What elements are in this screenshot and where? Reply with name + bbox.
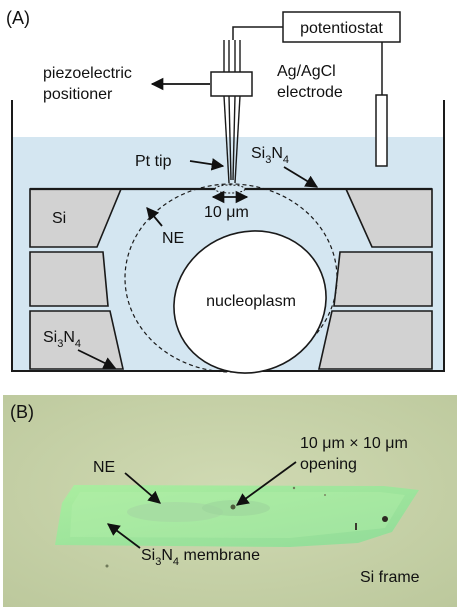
panel-a-label: (A) [6, 8, 30, 28]
si3n4-membrane-region [55, 485, 419, 547]
nucleus-feature [202, 500, 270, 516]
pt-tip-label: Pt tip [135, 153, 172, 170]
pt-tip-arrow [189, 158, 225, 171]
piezoelectric-positioner [210, 71, 253, 97]
si3n4-bottom-label: Si3N4 [43, 329, 81, 350]
ne-label-a: NE [162, 230, 184, 247]
electrode-label-line2: electrode [277, 84, 343, 101]
panel-a: (A) nucleoplasm potentiostat [6, 8, 445, 374]
nucleoplasm-region [173, 230, 327, 374]
ne-arrow-a [146, 207, 163, 227]
nucleoplasm-label: nucleoplasm [206, 293, 296, 310]
speck [105, 564, 109, 568]
si-label: Si [52, 210, 66, 227]
opening-label-line1: 10 μm × 10 μm [300, 435, 408, 452]
scale-label: 10 μm [204, 204, 249, 221]
tip-wire [232, 26, 283, 40]
si3n4-top-arrow [283, 166, 319, 188]
nuclear-envelope-feature [127, 502, 223, 522]
opening-arrow-b [235, 461, 297, 506]
agagcl-electrode [375, 94, 388, 167]
potentiostat-box [282, 11, 401, 43]
opening-label-line2: opening [300, 456, 357, 473]
speck [382, 516, 388, 522]
positioner-label-line2: positioner [43, 86, 113, 103]
ne-arrow-b [124, 472, 161, 504]
speck [324, 494, 326, 496]
pt-tip-pipette [223, 40, 241, 184]
speck [355, 523, 357, 530]
speck [292, 486, 296, 490]
panel-b-label: (B) [10, 402, 34, 422]
opening-marker [214, 184, 246, 194]
silicon-chip [29, 188, 433, 370]
si-frame-label: Si frame [360, 569, 420, 586]
positioner-label-line1: piezoelectric [43, 65, 132, 82]
membrane-label: Si3N4 membrane [141, 547, 260, 568]
panel-b: (B) NE 10 μm × 10 μm opening Si3N4 membr… [3, 395, 457, 607]
ne-label-b: NE [93, 459, 115, 476]
si3n4-top-label: Si3N4 [251, 145, 289, 166]
membrane-arrow-b [106, 523, 141, 549]
potentiostat-label: potentiostat [300, 20, 383, 37]
electrode-label-line1: Ag/AgCl [277, 63, 336, 80]
si3n4-bottom-arrow [77, 349, 117, 369]
opening-spot [230, 504, 236, 510]
